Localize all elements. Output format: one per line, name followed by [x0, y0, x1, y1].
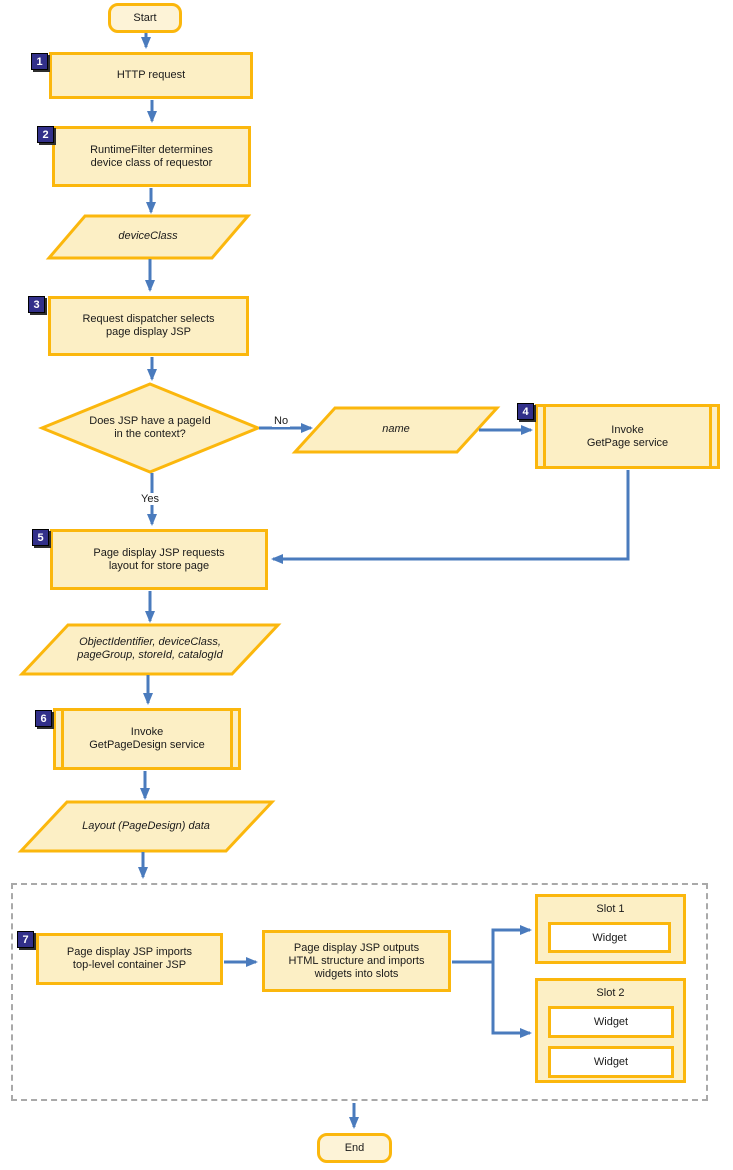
process-outputs-html: Page display JSP outputs HTML structure …	[262, 930, 451, 992]
subprocess-invoke-getpage-label: Invoke GetPage service	[586, 423, 669, 449]
slot2-widget-1: Widget	[548, 1006, 674, 1038]
process-jsp-requests-layout-label: Page display JSP requests layout for sto…	[93, 546, 225, 572]
io-inputs-shape	[18, 623, 282, 676]
decision-pageid-label: Does JSP have a pageId in the context?	[89, 415, 211, 440]
subprocess-invoke-getpagedesign-label: Invoke GetPageDesign service	[89, 726, 205, 751]
step-badge-5-number: 5	[37, 531, 44, 544]
end-label: End	[344, 1142, 365, 1154]
render-phase-region	[11, 883, 708, 1101]
step-badge-1-number: 1	[36, 55, 43, 68]
process-http-request: HTTP request	[49, 52, 253, 99]
step-badge-5: 5	[32, 529, 49, 546]
arrow-step8-to-slot1	[491, 925, 532, 962]
io-deviceclass-label: deviceClass	[118, 230, 178, 242]
io-layout-label: Layout (PageDesign) data	[82, 820, 210, 832]
slot2-widget-2: Widget	[548, 1046, 674, 1078]
process-http-request-label: HTTP request	[116, 69, 186, 81]
subprocess-invoke-getpage: Invoke GetPage service	[535, 404, 720, 469]
io-name-shape	[291, 406, 501, 454]
step-badge-7: 7	[17, 931, 34, 948]
step-badge-2-number: 2	[42, 128, 49, 141]
io-layout-shape	[17, 800, 276, 853]
process-imports-container-jsp: Page display JSP imports top-level conta…	[36, 933, 223, 985]
subprocess-left-bar	[61, 711, 64, 767]
process-request-dispatcher-label: Request dispatcher selects page display …	[82, 313, 215, 338]
step-badge-1: 1	[31, 53, 48, 70]
arrow-step8-to-slot2	[491, 962, 532, 1038]
io-inputs-label: ObjectIdentifier, deviceClass, pageGroup…	[77, 636, 223, 661]
step-badge-4-number: 4	[522, 405, 529, 418]
step-badge-2: 2	[37, 126, 54, 143]
step-badge-6-number: 6	[40, 712, 47, 725]
arrow-step4-to-step5	[271, 470, 630, 564]
slot2-widget-1-label: Widget	[593, 1016, 629, 1028]
step-badge-7-number: 7	[22, 933, 29, 946]
step-badge-3: 3	[28, 296, 45, 313]
slot1-label: Slot 1	[596, 903, 625, 915]
process-outputs-html-label: Page display JSP outputs HTML structure …	[288, 941, 425, 980]
io-name-label: name	[382, 423, 410, 435]
start-terminator: Start	[108, 3, 182, 33]
end-terminator: End	[317, 1133, 392, 1163]
step-badge-6: 6	[35, 710, 52, 727]
branch-label-no: No	[272, 415, 291, 427]
slot1-widget-label: Widget	[592, 931, 627, 944]
subprocess-right-bar	[230, 711, 233, 767]
subprocess-invoke-getpagedesign: Invoke GetPageDesign service	[53, 708, 241, 770]
decision-diamond-shape	[38, 382, 262, 474]
process-runtime-filter: RuntimeFilter determines device class of…	[52, 126, 251, 187]
process-imports-container-jsp-label: Page display JSP imports top-level conta…	[66, 946, 193, 971]
process-runtime-filter-label: RuntimeFilter determines device class of…	[90, 143, 213, 169]
io-deviceclass-shape	[45, 214, 252, 260]
slot2-widget-2-label: Widget	[593, 1056, 629, 1068]
process-request-dispatcher: Request dispatcher selects page display …	[48, 296, 249, 356]
subprocess-right-bar	[709, 407, 712, 466]
process-jsp-requests-layout: Page display JSP requests layout for sto…	[50, 529, 268, 590]
start-label: Start	[133, 12, 157, 24]
step-badge-4: 4	[517, 403, 534, 420]
branch-label-yes: Yes	[139, 493, 161, 505]
slot2-label: Slot 2	[596, 987, 625, 999]
subprocess-left-bar	[543, 407, 546, 466]
step-badge-3-number: 3	[33, 298, 40, 311]
slot1-widget: Widget	[548, 922, 671, 953]
